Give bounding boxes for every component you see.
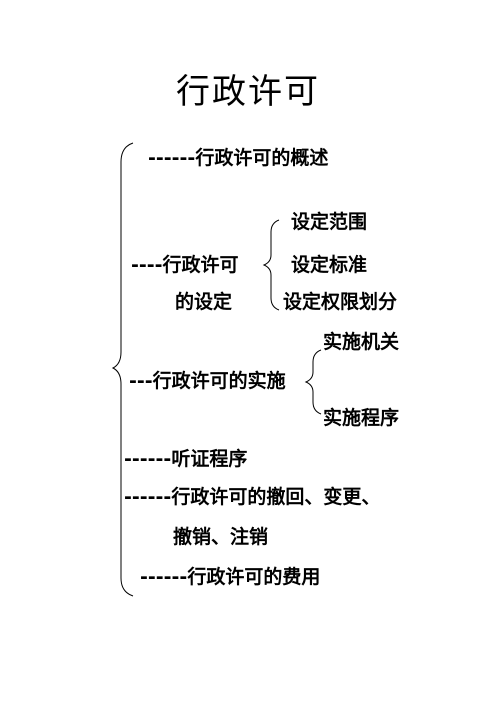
outline-item-fees: ------行政许可的费用	[140, 566, 321, 588]
outline-item-revocation-line2: 撤销、注销	[173, 526, 269, 548]
implementation-brace	[304, 349, 322, 415]
setting-subitem-authority: 设定权限划分	[283, 291, 398, 313]
outline-item-revocation-line1: ------行政许可的撤回、变更、	[124, 486, 381, 508]
outline-item-setting-line1: ----行政许可	[131, 254, 239, 276]
outline-item-hearing: ------听证程序	[124, 448, 248, 470]
main-brace	[111, 142, 134, 597]
outline-item-overview: ------行政许可的概述	[148, 147, 329, 169]
page-title: 行政许可	[176, 72, 320, 112]
setting-brace	[262, 219, 280, 311]
outline-item-setting-line2: 的设定	[175, 291, 233, 313]
outline-item-implementation: ---行政许可的实施	[129, 370, 286, 392]
setting-subitem-scope: 设定范围	[291, 211, 368, 233]
implementation-subitem-procedure: 实施程序	[323, 407, 400, 429]
setting-subitem-standard: 设定标准	[291, 254, 368, 276]
implementation-subitem-agency: 实施机关	[323, 331, 400, 353]
